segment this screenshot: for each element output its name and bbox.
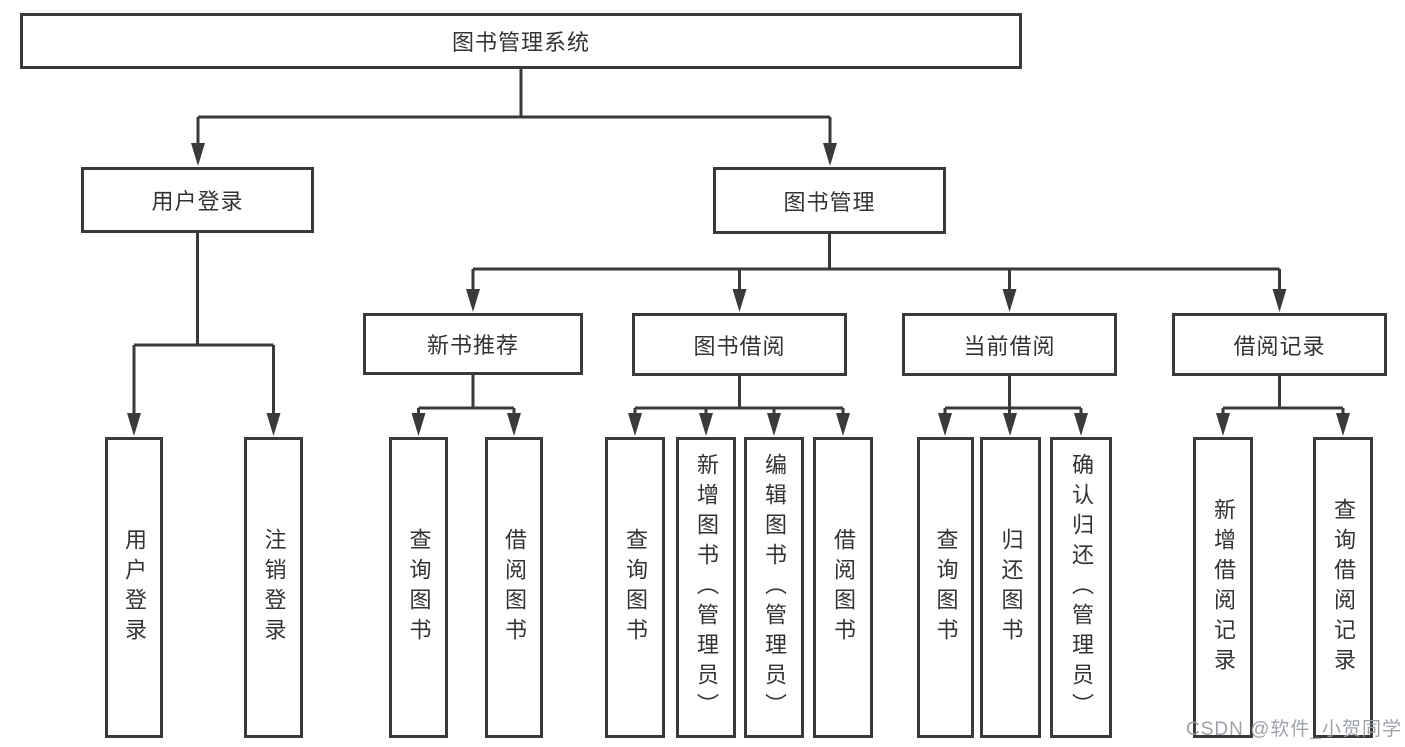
- node-user-login: 用户登录: [81, 167, 314, 233]
- leaf-query-books-borrow-label: 查询图书: [623, 527, 648, 648]
- leaf-return-books: 归还图书: [980, 437, 1041, 738]
- leaf-borrow-books: 借阅图书: [813, 437, 873, 738]
- leaf-confirm-return-admin-label: 确认归还（管理员）: [1069, 452, 1094, 723]
- node-current-borrow: 当前借阅: [902, 313, 1117, 376]
- leaf-return-books-label: 归还图书: [998, 527, 1024, 648]
- csdn-watermark: CSDN @软件_小贺同学: [1186, 719, 1402, 740]
- leaf-query-books-current: 查询图书: [917, 437, 974, 738]
- leaf-query-books-recommend: 查询图书: [389, 437, 448, 738]
- node-borrow-records-label: 借阅记录: [1233, 333, 1326, 359]
- connector-current-borrow-to-leaves: [938, 375, 1088, 436]
- leaf-borrow-books-label: 借阅图书: [831, 527, 856, 648]
- leaf-add-borrow-record: 新增借阅记录: [1193, 437, 1253, 738]
- leaf-borrow-books-recommend-label: 借阅图书: [502, 527, 527, 648]
- leaf-query-books-current-label: 查询图书: [933, 527, 959, 648]
- leaf-edit-books-admin-label: 编辑图书（管理员）: [762, 452, 787, 723]
- node-book-borrow-label: 图书借阅: [693, 333, 786, 359]
- node-new-book-recommend: 新书推荐: [363, 313, 583, 375]
- node-new-book-recommend-label: 新书推荐: [426, 333, 519, 358]
- leaf-query-borrow-record: 查询借阅记录: [1313, 437, 1373, 738]
- connector-root-to-level2: [191, 69, 837, 166]
- node-root: 图书管理系统: [20, 13, 1022, 69]
- leaf-query-books-recommend-label: 查询图书: [406, 527, 432, 648]
- leaf-add-borrow-record-label: 新增借阅记录: [1211, 497, 1236, 678]
- leaf-query-books-borrow: 查询图书: [605, 437, 665, 738]
- node-book-management-label: 图书管理: [783, 189, 876, 215]
- leaf-logout-label: 注销登录: [261, 527, 287, 648]
- node-current-borrow-label: 当前借阅: [963, 333, 1056, 359]
- leaf-confirm-return-admin: 确认归还（管理员）: [1050, 437, 1112, 738]
- leaf-edit-books-admin: 编辑图书（管理员）: [744, 437, 804, 738]
- connector-book-management-to-level3: [466, 233, 1287, 312]
- node-book-management: 图书管理: [713, 167, 946, 234]
- leaf-user-login-label: 用户登录: [122, 527, 147, 648]
- node-book-borrow: 图书借阅: [632, 313, 847, 376]
- node-user-login-label: 用户登录: [151, 189, 244, 214]
- leaf-borrow-books-recommend: 借阅图书: [485, 437, 543, 738]
- connector-user-login-to-leaves: [127, 233, 281, 436]
- node-borrow-records: 借阅记录: [1172, 313, 1387, 376]
- connector-borrow-records-to-leaves: [1216, 375, 1350, 436]
- leaf-add-books-admin: 新增图书（管理员）: [676, 437, 736, 738]
- leaf-query-borrow-record-label: 查询借阅记录: [1331, 497, 1356, 678]
- leaf-user-login: 用户登录: [105, 437, 163, 738]
- leaf-add-books-admin-label: 新增图书（管理员）: [694, 452, 719, 723]
- connector-new-book-recommend-to-leaves: [411, 375, 521, 436]
- leaf-logout: 注销登录: [244, 437, 303, 738]
- connector-book-borrow-to-leaves: [628, 375, 850, 436]
- node-root-label: 图书管理系统: [451, 30, 590, 55]
